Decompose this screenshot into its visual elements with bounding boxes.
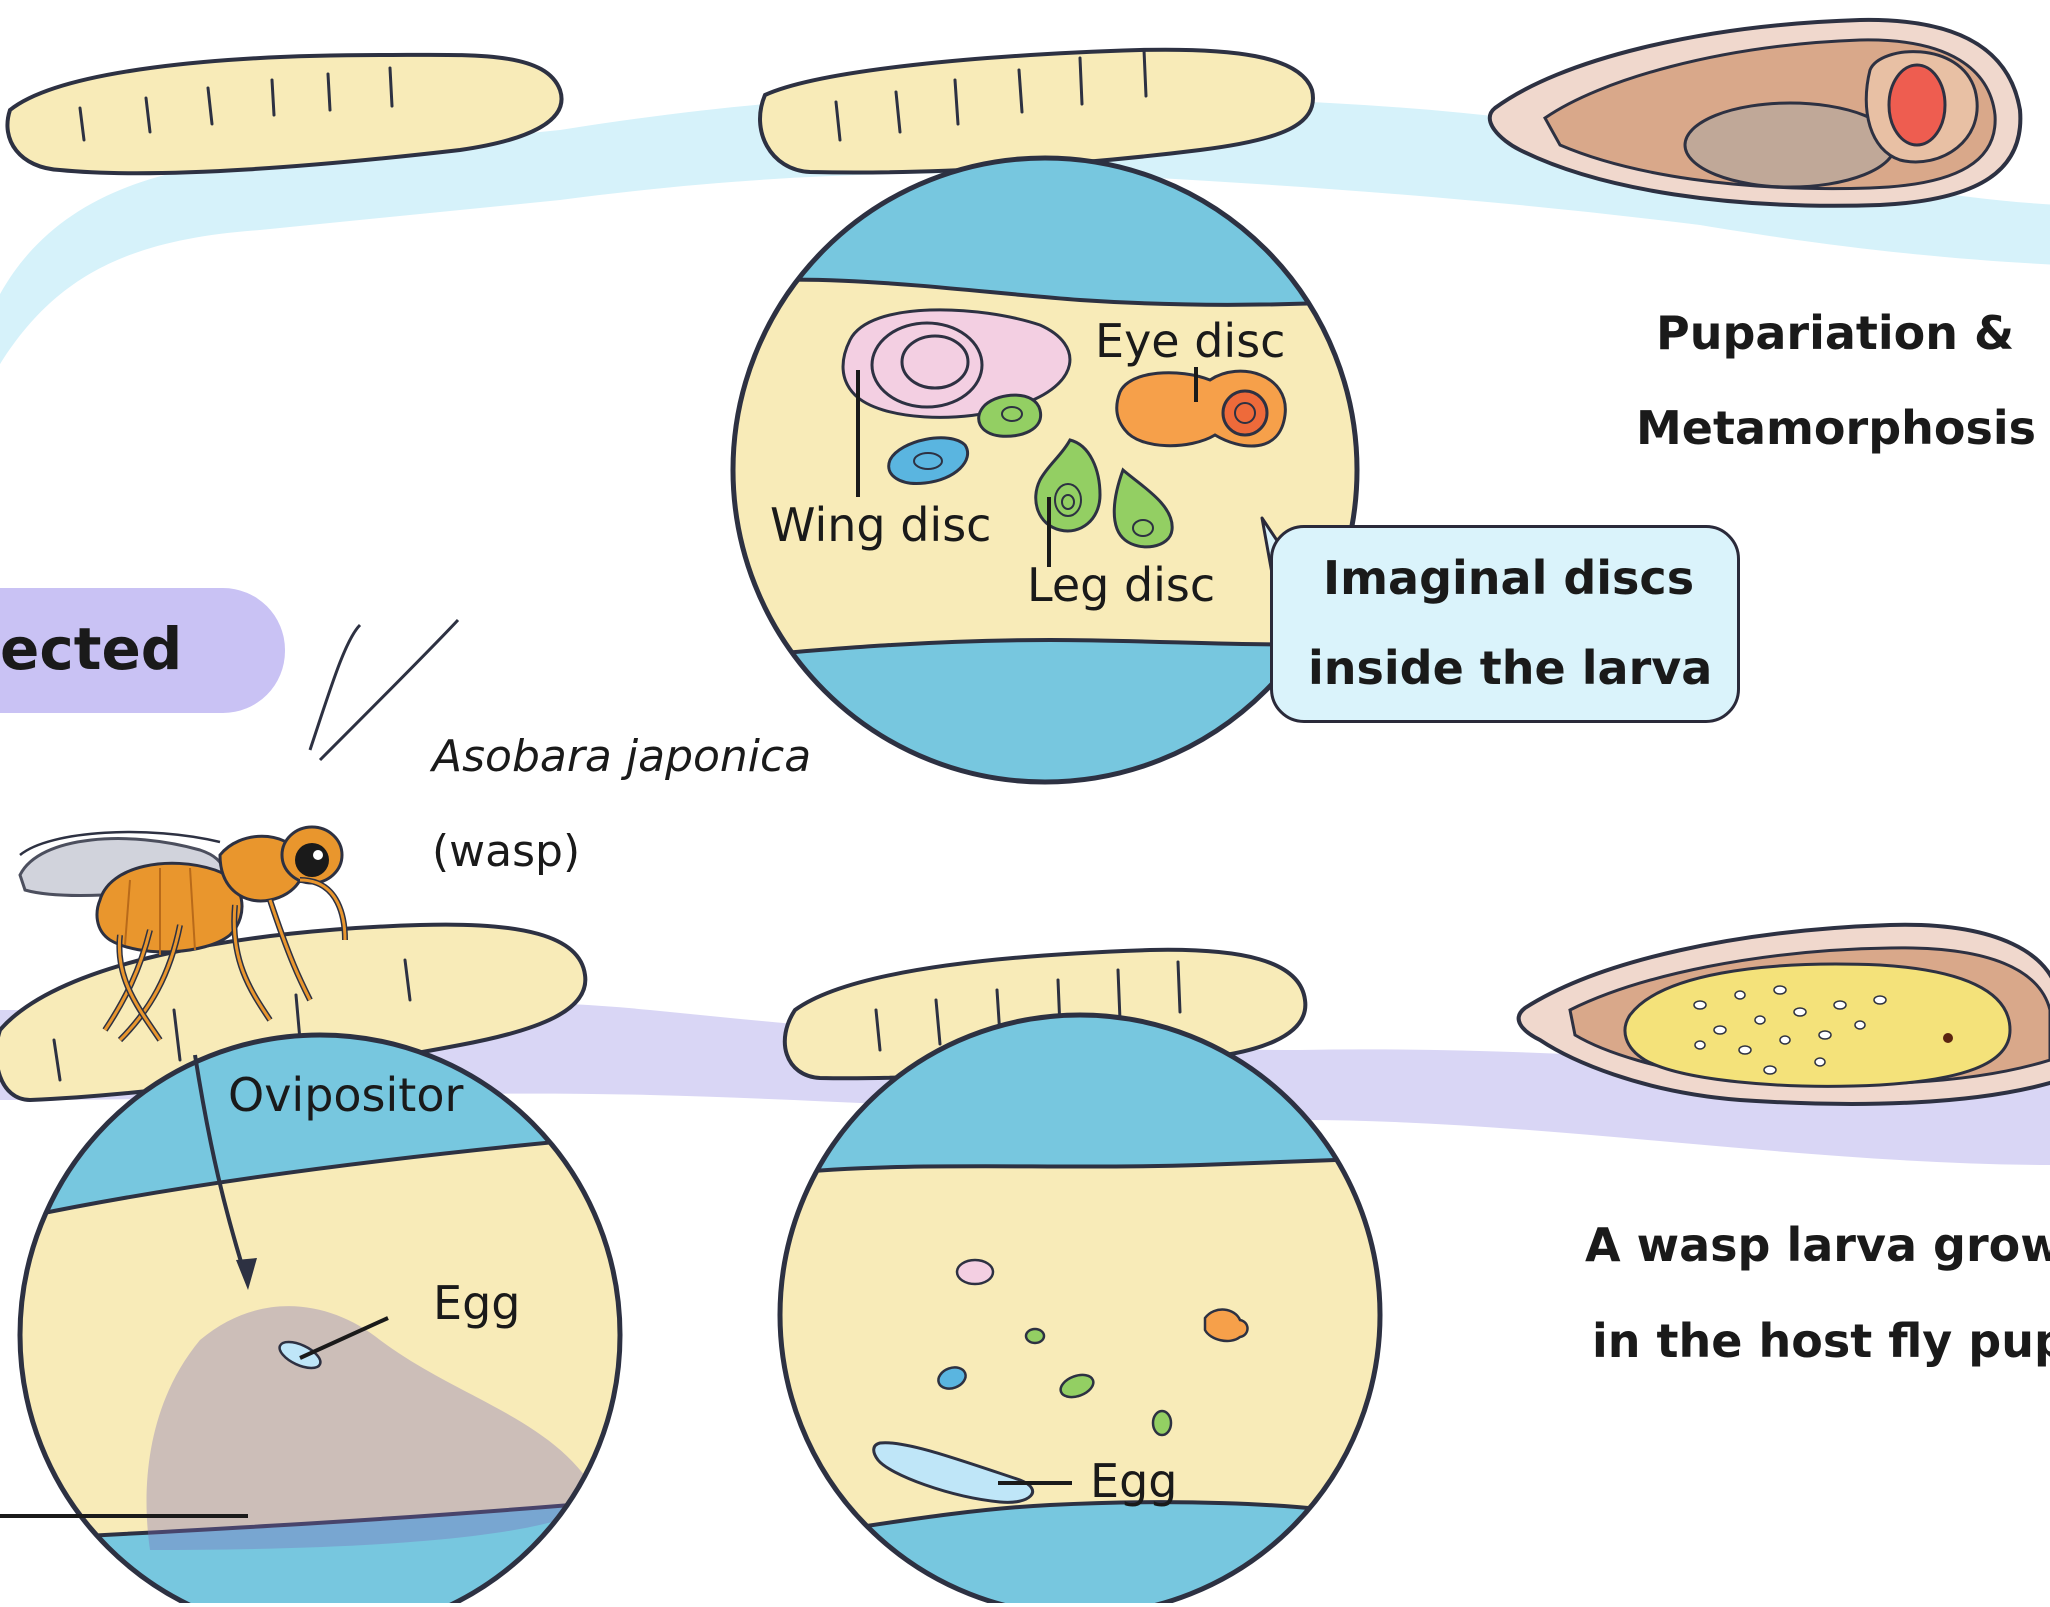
imaginal-discs-title: Imaginal discs xyxy=(1323,551,1695,605)
host-fly-pupa-label: in the host fly pup xyxy=(1592,1314,2050,1368)
ovipositor-label: Ovipositor xyxy=(228,1068,464,1122)
ovipositor-stain xyxy=(146,1306,600,1550)
wing-disc-label: Wing disc xyxy=(770,498,992,552)
metamorphosis-label: Metamorphosis xyxy=(1636,401,2037,455)
infected-group-label: ected xyxy=(0,615,183,683)
larva-uninfected-late xyxy=(758,47,1315,175)
pupa-uninfected xyxy=(1487,17,2023,208)
pupa-infected xyxy=(1516,922,2050,1106)
egg-label-second: Egg xyxy=(1090,1454,1178,1508)
wasp-common-name-label: (wasp) xyxy=(432,826,581,877)
eye-disc-label: Eye disc xyxy=(1095,314,1286,368)
egg-in-host xyxy=(278,1340,322,1370)
lens-imaginal-discs xyxy=(730,155,1360,785)
imaginal-discs-callout xyxy=(1270,525,1740,723)
larva-infected-host xyxy=(0,922,588,1103)
pupariation-label: Pupariation & xyxy=(1656,306,2015,360)
infected-group-pill xyxy=(0,588,285,713)
uninfected-developmental-track xyxy=(0,93,2050,365)
wasp-illustration xyxy=(18,618,460,1043)
leg-disc-3 xyxy=(1112,467,1174,549)
larva-uninfected-early xyxy=(5,52,564,176)
lens-suppressed-discs xyxy=(777,1012,1383,1607)
leg-disc-2 xyxy=(1034,438,1102,533)
egg-label-first: Egg xyxy=(433,1276,521,1330)
wasp-larva-shape xyxy=(1623,962,2012,1088)
leg-disc-label: Leg disc xyxy=(1027,558,1216,612)
ovipositor-line xyxy=(193,1054,247,1276)
wasp-species-label: Asobara japonica xyxy=(432,731,812,782)
blue-disc xyxy=(887,436,969,485)
wasp-larva-grows-label: A wasp larva grow xyxy=(1585,1218,2050,1272)
egg-elongated xyxy=(872,1441,1035,1504)
lens-oviposition xyxy=(0,1032,623,1607)
imaginal-discs-subtitle: inside the larva xyxy=(1308,641,1713,695)
leg-disc-1 xyxy=(977,393,1043,438)
